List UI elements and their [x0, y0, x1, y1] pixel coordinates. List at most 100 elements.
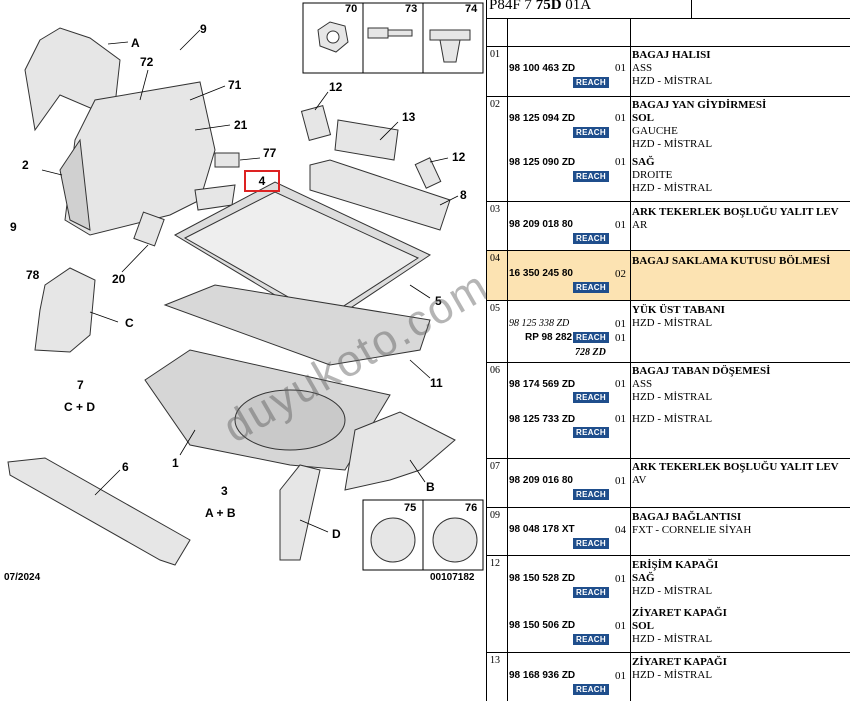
- table-row[interactable]: 03 98 209 018 80 REACH 01 ARK TEKERLEK B…: [487, 202, 850, 251]
- part-number[interactable]: 98 209 018 80: [509, 219, 573, 230]
- label-12-right: 12: [452, 150, 466, 164]
- replacement-part-number[interactable]: RP 98 282: [525, 332, 573, 343]
- row-position: 03: [490, 204, 500, 215]
- description: ZİYARET KAPAĞI HZD - MİSTRAL: [632, 656, 727, 681]
- quantity: 01: [615, 413, 626, 425]
- reach-badge: REACH: [573, 233, 609, 244]
- label-73: 73: [405, 3, 418, 15]
- part-number[interactable]: 98 174 569 ZD: [509, 379, 576, 390]
- part-number[interactable]: 98 048 178 XT: [509, 524, 575, 535]
- label-1: 1: [172, 456, 179, 470]
- callout-4-highlight[interactable]: 4: [244, 170, 280, 192]
- table-row[interactable]: 02 98 125 094 ZD REACH 01 BAGAJ YAN GİYD…: [487, 97, 850, 202]
- reach-badge: REACH: [573, 634, 609, 645]
- row-position: 05: [490, 303, 500, 314]
- table-row[interactable]: 05 98 125 338 ZD RP 98 282 REACH 728 ZD …: [487, 301, 850, 363]
- quantity-alt: 01: [615, 332, 626, 344]
- reach-badge: REACH: [573, 489, 609, 500]
- label-7: 7: [77, 378, 84, 392]
- label-11: 11: [430, 376, 443, 390]
- label-C: C: [125, 316, 134, 330]
- label-75: 75: [404, 502, 417, 514]
- row-position: 12: [490, 558, 500, 569]
- diagram-code: P84F 7 75D 01A: [489, 0, 592, 13]
- quantity: 01: [615, 573, 626, 585]
- description: ARK TEKERLEK BOŞLUĞU YALIT LEV AR: [632, 206, 839, 231]
- part-number[interactable]: 98 125 090 ZD: [509, 157, 576, 168]
- description: ERİŞİM KAPAĞI SAĞ HZD - MİSTRAL: [632, 559, 719, 597]
- label-78: 78: [26, 268, 40, 282]
- row-position: 09: [490, 510, 500, 521]
- description: YÜK ÜST TABANI HZD - MİSTRAL: [632, 304, 725, 329]
- reach-badge: REACH: [573, 332, 609, 343]
- description: HZD - MİSTRAL: [632, 413, 713, 425]
- part-number[interactable]: 98 209 016 80: [509, 475, 573, 486]
- description: SAĞ DROITE HZD - MİSTRAL: [632, 156, 713, 194]
- label-C-D: C + D: [64, 400, 96, 414]
- label-D: D: [332, 527, 341, 541]
- diagram-reference: 00107182: [430, 572, 475, 583]
- label-8: 8: [460, 188, 467, 202]
- row-position: 06: [490, 365, 500, 376]
- table-row[interactable]: 12 98 150 528 ZD REACH 01 ERİŞİM KAPAĞI …: [487, 556, 850, 653]
- reach-badge: REACH: [573, 392, 609, 403]
- label-9-top: 9: [200, 22, 207, 36]
- label-70: 70: [345, 3, 358, 15]
- table-row[interactable]: 07 98 209 016 80 REACH 01 ARK TEKERLEK B…: [487, 459, 850, 508]
- label-6: 6: [122, 460, 129, 474]
- part-number[interactable]: 98 150 506 ZD: [509, 620, 576, 631]
- label-5: 5: [435, 294, 442, 308]
- label-3: 3: [221, 484, 228, 498]
- label-A: A: [131, 36, 140, 50]
- label-13: 13: [402, 110, 416, 124]
- label-21: 21: [234, 118, 248, 132]
- row-position: 02: [490, 99, 500, 110]
- quantity: 01: [615, 112, 626, 124]
- description: BAGAJ TABAN DÖŞEMESİ ASS HZD - MİSTRAL: [632, 365, 771, 403]
- diagram-date: 07/2024: [4, 572, 41, 583]
- part-number[interactable]: 16 350 245 80: [509, 268, 573, 279]
- row-position: 04: [490, 253, 500, 264]
- reach-badge: REACH: [573, 684, 609, 695]
- part-number[interactable]: 98 100 463 ZD: [509, 63, 576, 74]
- reach-badge: REACH: [573, 171, 609, 182]
- quantity: 01: [615, 620, 626, 632]
- row-position: 01: [490, 49, 500, 60]
- description: BAGAJ YAN GİYDİRMESİ SOL GAUCHE HZD - Mİ…: [632, 99, 767, 150]
- quantity: 01: [615, 318, 626, 330]
- parts-illustration: [7, 2, 484, 571]
- label-76: 76: [465, 502, 478, 514]
- table-row[interactable]: 06 98 174 569 ZD REACH 01 BAGAJ TABAN DÖ…: [487, 363, 850, 459]
- label-A-B: A + B: [205, 506, 236, 520]
- part-number[interactable]: 98 125 338 ZD: [509, 318, 570, 329]
- description: BAGAJ HALISI ASS HZD - MİSTRAL: [632, 49, 713, 87]
- label-12-top: 12: [329, 80, 343, 94]
- description: ZİYARET KAPAĞI SOL HZD - MİSTRAL: [632, 607, 727, 645]
- quantity: 01: [615, 475, 626, 487]
- quantity: 04: [615, 524, 626, 536]
- quantity: 02: [615, 268, 626, 280]
- table-row[interactable]: 13 98 168 936 ZD REACH 01 ZİYARET KAPAĞI…: [487, 653, 850, 701]
- part-number[interactable]: 98 125 094 ZD: [509, 113, 576, 124]
- label-2: 2: [22, 158, 29, 172]
- label-74: 74: [465, 3, 478, 15]
- quantity: 01: [615, 62, 626, 74]
- parts-table: P84F 7 75D 01A 01 98 100 463 ZD REACH 01…: [486, 0, 850, 701]
- description: ARK TEKERLEK BOŞLUĞU YALIT LEV AV: [632, 461, 839, 486]
- part-number[interactable]: 98 125 733 ZD: [509, 414, 576, 425]
- table-row[interactable]: 09 98 048 178 XT REACH 04 BAGAJ BAĞLANTI…: [487, 508, 850, 556]
- label-B: B: [426, 480, 435, 494]
- label-71: 71: [228, 78, 242, 92]
- description: BAGAJ SAKLAMA KUTUSU BÖLMESİ: [632, 255, 831, 267]
- quantity: 01: [615, 219, 626, 231]
- label-20: 20: [112, 272, 126, 286]
- quantity: 01: [615, 378, 626, 390]
- part-number[interactable]: 98 168 936 ZD: [509, 670, 576, 681]
- label-72: 72: [140, 55, 154, 69]
- table-row[interactable]: 01 98 100 463 ZD REACH 01 BAGAJ HALISI A…: [487, 47, 850, 97]
- exploded-parts-diagram: 70 73 74 9 A 72 71 21 12 13 2 77 4 12 8 …: [4, 2, 498, 583]
- part-number[interactable]: 98 150 528 ZD: [509, 573, 576, 584]
- quantity: 01: [615, 670, 626, 682]
- replacement-suffix: 728 ZD: [575, 347, 606, 358]
- table-row-highlighted[interactable]: 04 16 350 245 80 REACH 02 BAGAJ SAKLAMA …: [487, 251, 850, 301]
